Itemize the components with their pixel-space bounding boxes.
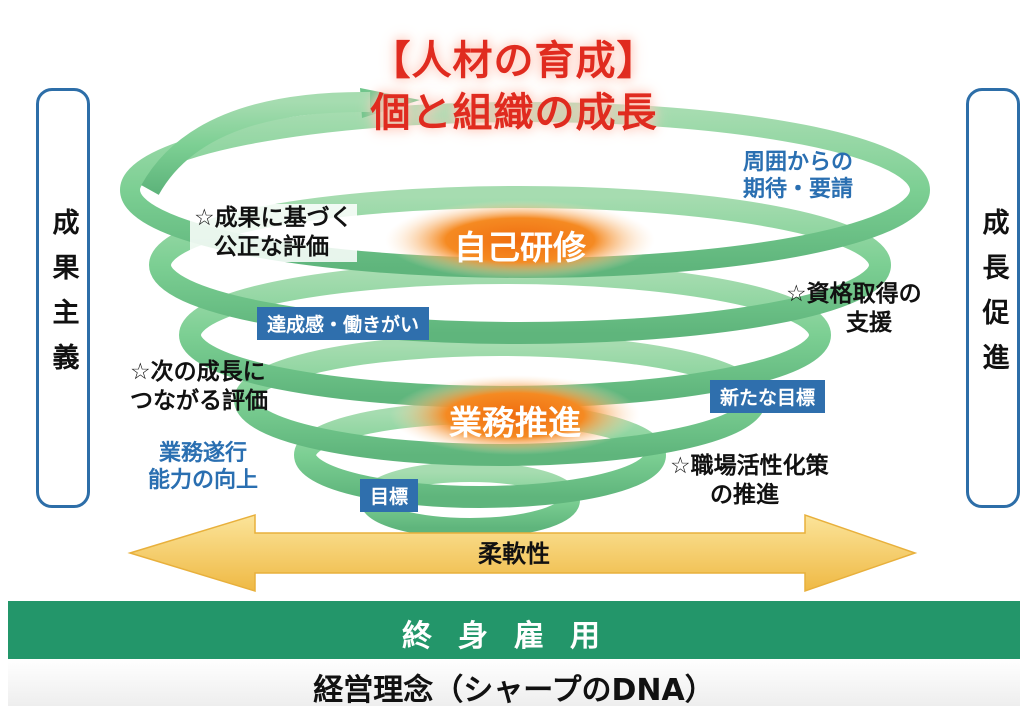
- label-expectations-line2: 期待・要請: [742, 177, 853, 202]
- right-side-label: 成長促進: [977, 208, 1009, 388]
- spiral-ring-5: [149, 186, 891, 344]
- label-workplace-line1: ☆職場活性化策: [670, 453, 829, 479]
- label-fair-eval-line2: 公正な評価: [214, 234, 329, 260]
- label-next-growth: ☆次の成長に つながる評価: [130, 358, 268, 416]
- glow-middle: [390, 375, 640, 455]
- lifetime-employment-bar: 終身雇用: [8, 601, 1020, 659]
- right-side-box: 成長促進: [966, 88, 1020, 508]
- label-workplace-line2: の推進: [710, 482, 779, 508]
- label-ability: 業務遂行 能力の向上: [138, 440, 268, 494]
- label-fair-eval: ☆成果に基づく 公正な評価: [190, 204, 357, 262]
- label-next-growth-line1: ☆次の成長に: [130, 359, 266, 385]
- flex-arrow: [127, 513, 918, 593]
- label-expectations-line1: 周囲からの: [742, 150, 853, 175]
- label-qualification-line1: ☆資格取得の: [786, 281, 922, 307]
- management-philosophy-band: 経営理念（シャープのDNA）: [8, 659, 1020, 708]
- label-expectations: 周囲からの 期待・要請: [733, 149, 863, 203]
- tag-achievement: 達成感・働きがい: [257, 307, 430, 340]
- label-ability-line2: 能力の向上: [147, 468, 258, 493]
- tag-goal: 目標: [360, 479, 419, 512]
- label-fair-eval-line1: ☆成果に基づく: [194, 205, 353, 231]
- glow-label-self-study: 自己研修: [454, 228, 586, 267]
- left-side-label: 成果主義: [47, 208, 79, 388]
- lifetime-employment-label: 終身雇用: [402, 619, 626, 654]
- label-qualification: ☆資格取得の 支援: [786, 280, 922, 338]
- label-ability-line1: 業務遂行: [158, 441, 247, 466]
- glow-label-business: 業務推進: [449, 403, 581, 442]
- glow-top: [385, 200, 655, 280]
- label-workplace: ☆職場活性化策 の推進: [670, 452, 829, 510]
- tag-new-goal: 新たな目標: [710, 380, 826, 413]
- title-line-1: 【人材の育成】: [370, 38, 658, 84]
- spiral-arrowhead: [360, 88, 420, 118]
- management-philosophy-label: 経営理念（シャープのDNA）: [313, 673, 715, 708]
- flex-arrow-label: 柔軟性: [478, 540, 550, 568]
- label-qualification-line2: 支援: [846, 310, 892, 336]
- label-next-growth-line2: つながる評価: [130, 388, 268, 414]
- left-side-box: 成果主義: [36, 88, 90, 508]
- spiral-tail: [141, 91, 371, 196]
- title-line-2: 個と組織の成長: [370, 90, 658, 136]
